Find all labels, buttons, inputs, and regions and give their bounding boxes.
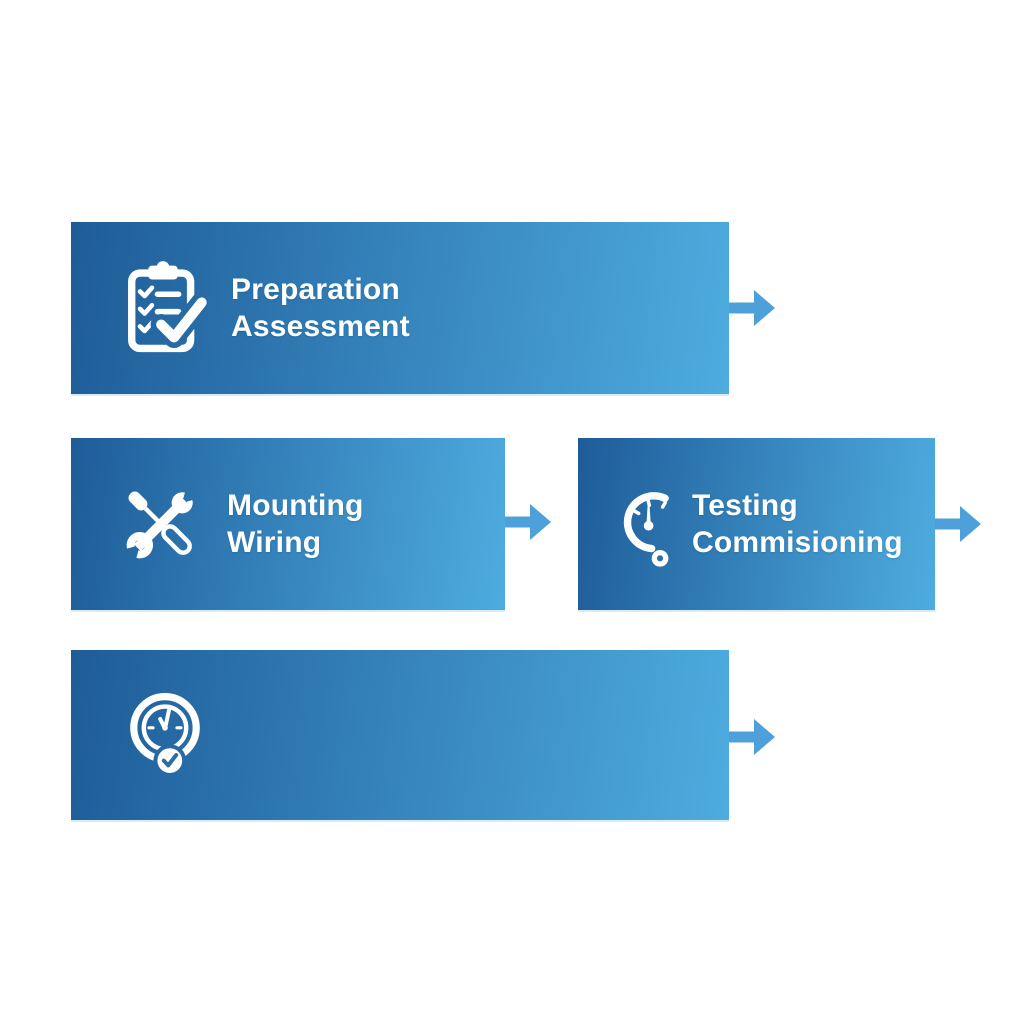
- step-bar-testing-commisioning: Testing Commisioning: [578, 438, 935, 610]
- clipboard-checklist-icon: [117, 259, 209, 357]
- step-bar-preparation-assessment: Preparation Assessment: [71, 222, 729, 394]
- step-bar-mounting-wiring: Mounting Wiring: [71, 438, 505, 610]
- step-label-line2: Assessment: [231, 310, 410, 343]
- step-label-line1: Testing: [692, 489, 798, 522]
- step-label: Preparation Assessment: [231, 271, 410, 345]
- step-label-line2: Wiring: [227, 526, 322, 559]
- arrow-right-icon: [729, 716, 775, 758]
- gauge-icon: [622, 480, 684, 568]
- step-label-line1: Preparation: [231, 273, 400, 306]
- clock-check-icon: [125, 689, 205, 781]
- arrow-right-icon: [729, 287, 775, 329]
- step-label: Mounting Wiring: [227, 487, 364, 561]
- arrow-right-icon: [505, 501, 551, 543]
- step-label-line1: Mounting: [227, 489, 364, 522]
- step-bar-completion: [71, 650, 729, 820]
- step-label: Testing Commisioning: [692, 487, 903, 561]
- step-label-line2: Commisioning: [692, 526, 903, 559]
- arrow-right-icon: [935, 503, 981, 545]
- tools-icon: [117, 480, 205, 568]
